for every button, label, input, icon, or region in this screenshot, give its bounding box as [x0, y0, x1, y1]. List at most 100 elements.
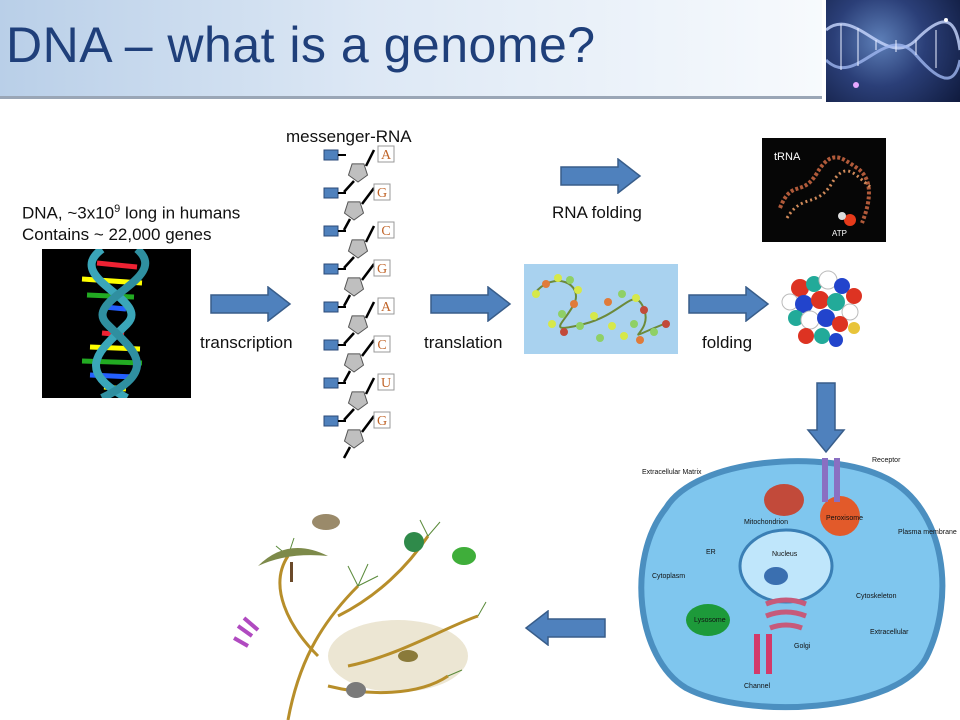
golgi-shape: [765, 597, 807, 631]
cell-label-receptor: Receptor: [872, 457, 901, 464]
cell-label-golgi: Golgi: [794, 643, 811, 650]
cell-label-extracellular: Extracellular: [870, 629, 909, 636]
phosphate-square: [323, 187, 339, 199]
cell-label-cytoskeleton: Cytoskeleton: [856, 593, 897, 600]
base-link: [364, 301, 376, 319]
base-box: [377, 297, 395, 315]
transcription-arrow: [210, 286, 292, 322]
phosphate-square: [323, 225, 339, 237]
base-link: [361, 339, 375, 357]
tree-of-life-image: [233, 514, 487, 720]
dna-corner-helix: [824, 18, 960, 88]
base-link: [364, 149, 376, 167]
sugar-pentagon: [343, 201, 365, 221]
cell-label-er: ER: [706, 549, 716, 556]
nucleotide-base-label: U: [381, 376, 391, 391]
base-link: [361, 187, 375, 205]
base-box: [373, 259, 391, 277]
phosphate-square: [323, 377, 339, 389]
cell-label-extracellular-matrix: Extracellular Matrix: [642, 469, 702, 476]
cell-label-plasma-membrane: Plasma membrane: [898, 529, 957, 536]
dna-length-text: DNA, ~3x109 long in humans: [22, 203, 240, 224]
base-box: [377, 145, 395, 163]
backbone-link: [342, 218, 352, 231]
base-link: [364, 225, 376, 243]
rna-folding-label: RNA folding: [552, 203, 642, 222]
nucleotide-base-label: G: [377, 186, 387, 201]
base-link: [361, 415, 375, 433]
base-box: [373, 335, 391, 353]
nucleotide-base-label: G: [377, 414, 387, 429]
phosphate-square: [323, 301, 339, 313]
cell-arrow-down: [806, 382, 846, 454]
backbone-link: [343, 332, 355, 345]
animal-shape: [312, 514, 340, 530]
cell-label-mitochondrion: Mitochondrion: [744, 519, 788, 526]
nucleotide-base-label: A: [381, 300, 392, 315]
amino-acid-chain-image: [524, 264, 678, 354]
organism-arrow-left: [524, 610, 606, 646]
backbone-link: [343, 408, 355, 421]
mitochondrion-shape: [764, 484, 804, 516]
dna-helix-drawing: [81, 245, 150, 402]
peroxisome-shape: [820, 496, 860, 536]
backbone-link: [342, 294, 352, 307]
person-shape: [404, 532, 424, 552]
translation-arrow: [430, 286, 512, 322]
messenger-rna-label: messenger-RNA: [286, 127, 412, 146]
trna-atp-label: ATP: [832, 229, 847, 238]
trna-title: tRNA: [774, 151, 801, 163]
nucleotide-base-label: C: [381, 224, 390, 239]
folding-arrow: [688, 286, 770, 322]
cell-label-lysosome: Lysosome: [694, 617, 726, 624]
dna-corner-image: [824, 0, 960, 102]
trna-image: tRNA ATP: [762, 138, 886, 242]
frog-shape: [452, 547, 476, 565]
base-link: [361, 263, 375, 281]
phosphate-square: [323, 149, 339, 161]
trna-drawing: tRNA ATP: [774, 151, 873, 238]
sugar-pentagon: [347, 315, 369, 335]
sugar-pentagon: [343, 353, 365, 373]
folding-label: folding: [702, 333, 753, 352]
sugar-pentagon: [343, 277, 365, 297]
cell-label-channel: Channel: [744, 683, 771, 690]
base-box: [373, 411, 391, 429]
amino-acid-chain-drawing: [532, 274, 670, 344]
nucleotide-base-label: G: [377, 262, 387, 277]
sugar-pentagon: [347, 239, 369, 259]
dna-length-suffix: long in humans: [120, 203, 241, 223]
bacteria-shape: [233, 616, 260, 648]
cell-label-peroxisome: Peroxisome: [826, 515, 863, 522]
folded-protein-image: [781, 270, 862, 347]
base-link: [364, 377, 376, 395]
nucleus-shape: [738, 528, 834, 604]
acacia-tree-shape: [258, 548, 328, 566]
base-box: [377, 221, 395, 239]
backbone-link: [343, 180, 355, 193]
sugar-pentagon: [343, 429, 365, 449]
rna-folding-arrow: [560, 158, 642, 194]
cell-label-nucleus: Nucleus: [772, 551, 798, 558]
base-box: [377, 373, 395, 391]
dna-length-exponent: 9: [114, 203, 121, 215]
backbone-link: [342, 370, 352, 383]
dna-length-prefix: DNA, ~3x10: [22, 203, 115, 223]
translation-label: translation: [424, 333, 503, 352]
cell-label-cytoplasm: Cytoplasm: [652, 573, 685, 580]
slide-title: DNA – what is a genome?: [6, 17, 596, 73]
lysosome-shape: [686, 604, 730, 636]
phosphate-square: [323, 339, 339, 351]
dna-helix-image: [42, 245, 191, 402]
backbone-link: [343, 256, 355, 269]
base-box: [373, 183, 391, 201]
sugar-pentagon: [347, 391, 369, 411]
nucleotide-base-label: C: [377, 338, 386, 353]
title-band: DNA – what is a genome?: [0, 0, 822, 99]
nucleotide-base-label: A: [381, 148, 392, 163]
mrna-strand: A G C G A C U G: [323, 145, 395, 459]
transcription-label: transcription: [200, 333, 293, 352]
phosphate-square: [323, 415, 339, 427]
gene-count-text: Contains ~ 22,000 genes: [22, 225, 212, 244]
backbone-link: [342, 446, 352, 459]
